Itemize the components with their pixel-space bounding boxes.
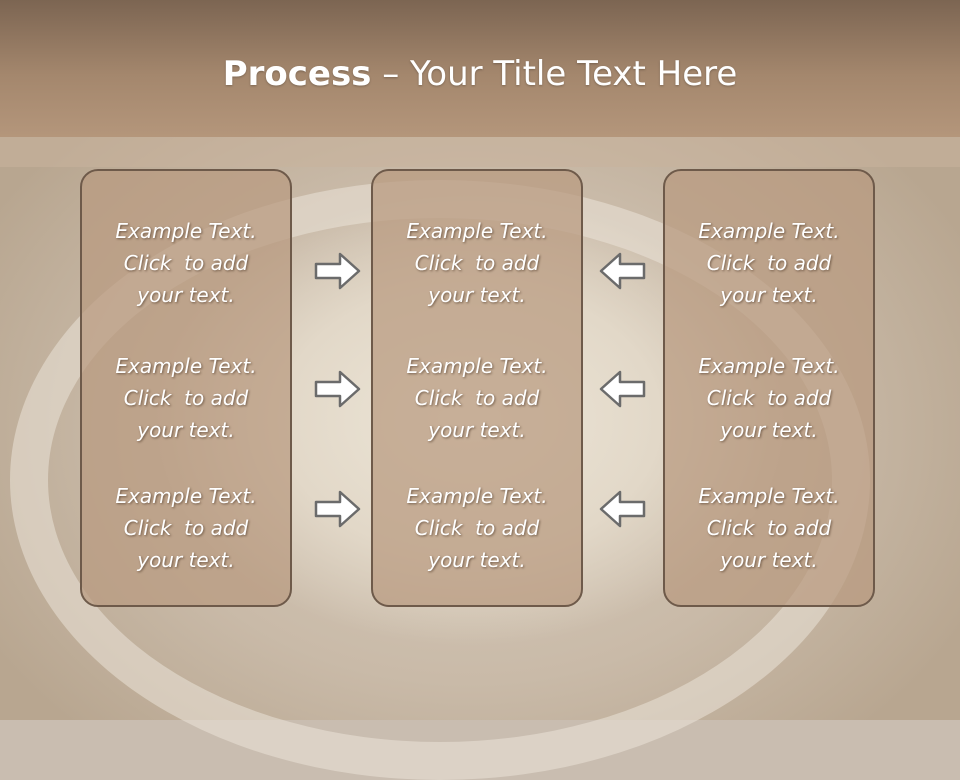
slide-title[interactable]: Process – Your Title Text Here bbox=[0, 52, 960, 96]
text-placeholder[interactable]: Example Text. Click to add your text. bbox=[406, 484, 548, 572]
text-placeholder[interactable]: Example Text. Click to add your text. bbox=[698, 219, 840, 307]
title-bar-band bbox=[0, 137, 960, 167]
text-placeholder[interactable]: Example Text. Click to add your text. bbox=[698, 484, 840, 572]
title-bar bbox=[0, 0, 960, 137]
right-arrow-icon bbox=[314, 252, 361, 290]
process-box-right[interactable]: Example Text. Click to add your text. Ex… bbox=[663, 169, 875, 607]
right-arrow-icon bbox=[314, 370, 361, 408]
left-arrow-icon bbox=[599, 490, 646, 528]
title-bold: Process bbox=[222, 54, 372, 94]
text-placeholder[interactable]: Example Text. Click to add your text. bbox=[406, 354, 548, 442]
process-box-left[interactable]: Example Text. Click to add your text. Ex… bbox=[80, 169, 292, 607]
title-rest: – Your Title Text Here bbox=[371, 54, 738, 94]
text-placeholder[interactable]: Example Text. Click to add your text. bbox=[698, 354, 840, 442]
text-placeholder[interactable]: Example Text. Click to add your text. bbox=[115, 219, 257, 307]
text-placeholder[interactable]: Example Text. Click to add your text. bbox=[115, 354, 257, 442]
text-placeholder[interactable]: Example Text. Click to add your text. bbox=[406, 219, 548, 307]
left-arrow-icon bbox=[599, 252, 646, 290]
text-placeholder[interactable]: Example Text. Click to add your text. bbox=[115, 484, 257, 572]
right-arrow-icon bbox=[314, 490, 361, 528]
process-box-center[interactable]: Example Text. Click to add your text. Ex… bbox=[371, 169, 583, 607]
left-arrow-icon bbox=[599, 370, 646, 408]
